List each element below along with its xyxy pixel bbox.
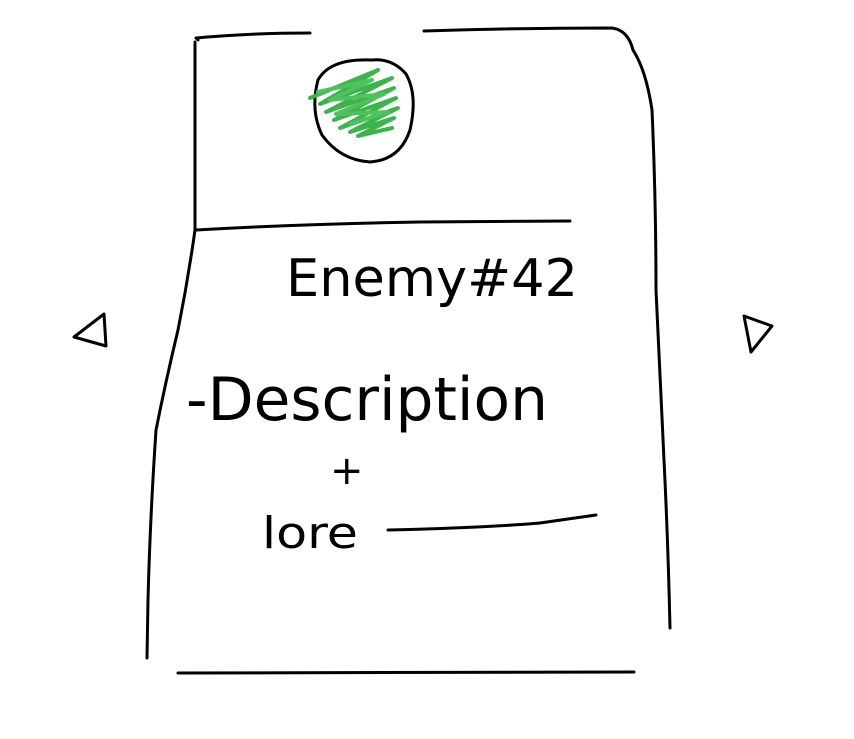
enemy-card (145, 26, 672, 675)
prev-arrow-icon[interactable] (72, 312, 108, 348)
enemy-title: Enemy#42 (286, 249, 578, 309)
next-arrow-icon[interactable] (742, 314, 774, 354)
lore-blank-line (386, 513, 598, 532)
green-scribble (308, 68, 400, 138)
plus-sign: + (330, 448, 364, 494)
description-text: -Description (186, 365, 548, 435)
avatar-icon (308, 58, 415, 164)
lore-text: lore (262, 508, 358, 559)
